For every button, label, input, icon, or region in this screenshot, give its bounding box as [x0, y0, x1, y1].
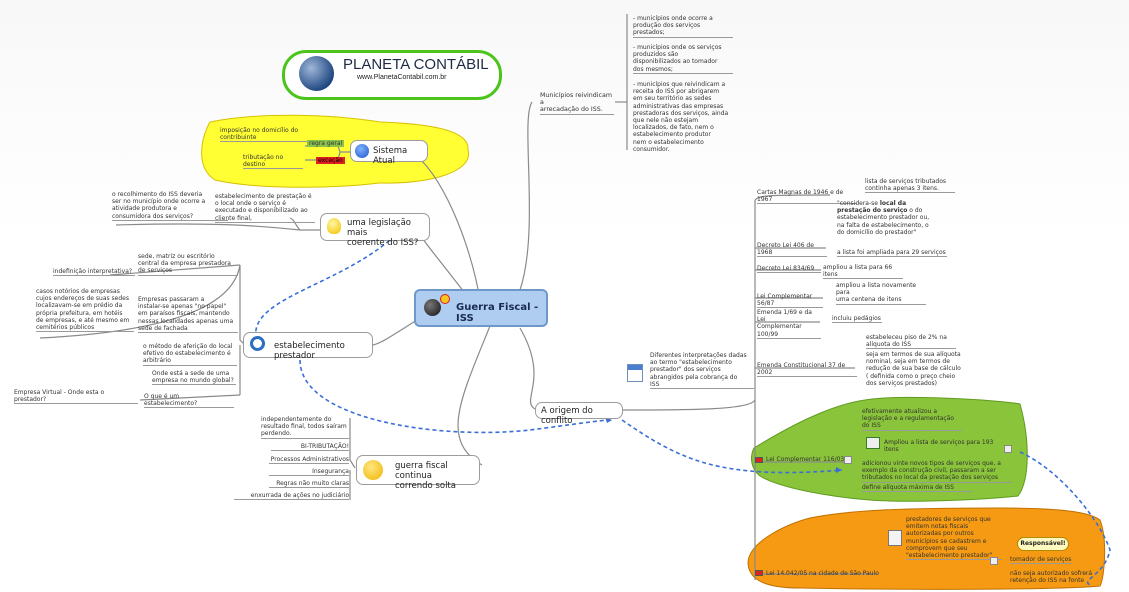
lightbulb-icon: [327, 218, 341, 234]
dl406-note-1: "considera-se local da prestação do serv…: [837, 200, 930, 236]
spark-icon: [440, 294, 450, 304]
ec37: Emenda Constitucional 37 de 2002: [757, 362, 857, 378]
municipios-item-2: - municípios onde os serviços produzidos…: [633, 44, 733, 74]
central-title: Guerra Fiscal - ISS: [456, 302, 539, 324]
lc116-note-1: efetivamente atualizou a legislação e a …: [862, 408, 962, 431]
magnifier-icon: [250, 336, 265, 351]
oque-note: O que é um estabelecimento?: [144, 393, 234, 409]
dl834: Decreto Lei 834/69: [757, 265, 821, 274]
guerra-item-1: BI-TRIBUTAÇÃO!: [271, 443, 349, 452]
virtual-note: Empresa Virtual - Onde esta o prestador?: [14, 389, 138, 405]
tomador-note: tomador de serviços: [1010, 556, 1072, 565]
ec37-note-2: seja em termos de sua alíquota nominal, …: [866, 351, 961, 387]
topic-guerra-fiscal[interactable]: guerra fiscal continua correndo solta: [356, 455, 480, 491]
info-icon: [355, 144, 369, 158]
note-icon-3: [990, 557, 998, 565]
guerra-item-5: enxurrada de ações no judiciário: [234, 492, 349, 501]
logo-url: www.PlanetaContabil.com.br: [357, 74, 447, 81]
green-zone: [751, 396, 1028, 502]
lei14042-label: Lei 14.042/05 na cidade de São Paulo: [766, 570, 879, 577]
legislacao-left-note: o recolhimento do ISS deveria ser no mun…: [112, 191, 228, 221]
tributacao-note: tributação no destino: [243, 154, 303, 170]
note-icon: [844, 456, 852, 464]
interpretacoes-note: Diferentes interpretações dadas ao termo…: [650, 352, 754, 390]
worried-face-icon: [363, 460, 383, 480]
dl406-note-2: a lista foi ampliada para 29 serviços: [837, 249, 947, 258]
clipboard-icon: [888, 530, 902, 546]
topic-sistema-atual[interactable]: Sistema Atual: [350, 140, 428, 166]
flag-icon: [755, 457, 763, 463]
lc56: Lei Complementar 56/87: [757, 293, 823, 309]
excecao-badge: exceção: [316, 157, 345, 165]
lei14042-note-2: não seja autorizado sofrerá retenção do …: [1010, 570, 1093, 585]
lc116-label: Lei Complementar 116/03: [766, 456, 845, 463]
responsavel-callout: Responsável!: [1017, 537, 1069, 551]
municipios-item-1: - municípios onde ocorre a produção dos …: [633, 15, 733, 38]
metodo-note: o método de aferição do local efetivo do…: [143, 343, 237, 366]
cartas-note: lista de serviços tributados continha ap…: [865, 178, 955, 194]
sede-note: sede, matriz ou escritório central da em…: [138, 253, 238, 276]
casos-note: casos notórios de empresas cujos endereç…: [36, 288, 134, 333]
regra-badge: regra geral: [307, 140, 345, 148]
paraisos-note: Empresas passaram a instalar-se apenas "…: [138, 296, 238, 334]
logo-title: PLANETA CONTÁBIL: [343, 56, 489, 73]
municipios-title: Municípios reivindicam a arrecadação do …: [540, 92, 614, 115]
ec37-note-1: estabeleceu piso de 2% na alíquota do IS…: [866, 334, 956, 350]
lc116-note-3: adicionou vinte novos tipos de serviços …: [862, 460, 1012, 483]
logo: PLANETA CONTÁBIL www.PlanetaContabil.com…: [282, 50, 502, 100]
lc116-note-2: Ampliou a lista de serviços para 193 ite…: [884, 439, 996, 454]
guerra-item-3: Insegurança: [269, 468, 349, 477]
bomb-icon: [424, 299, 441, 316]
topic-legislacao[interactable]: uma legislação mais coerente do ISS?: [320, 213, 430, 248]
guerra-item-2: Processos Administrativos: [269, 456, 349, 465]
dl406: Decreto Lei 406 de 1968: [757, 242, 827, 258]
independentemente-note: independentemente do resultado final, to…: [261, 416, 349, 439]
lc56-note: ampliou a lista novamente para uma cente…: [836, 282, 926, 305]
guerra-item-4: Regras não muito claras: [269, 480, 349, 489]
municipios-item-3: - municípios que reivindicam a receita d…: [633, 81, 729, 153]
globe-logo-icon: [299, 56, 334, 91]
note-icon-2: [1004, 445, 1012, 453]
emenda1-note: incluiu pedágios: [832, 315, 882, 324]
orange-zone: [747, 507, 1106, 590]
dl834-note: ampliou a lista para 66 itens: [823, 264, 903, 280]
indefinicao-note: indefinição interpretativa?: [53, 268, 135, 277]
lei14042-note-1: prestadores de serviços que emitem notas…: [906, 516, 1002, 561]
topic-origem[interactable]: A origem do conflito: [535, 402, 623, 426]
onde-note: Onde está a sede de uma empresa no mundo…: [152, 370, 236, 386]
topic-estabelecimento[interactable]: estabelecimento prestador: [243, 332, 373, 361]
emenda1: Emenda 1/69 e da Lei Complementar 100/99: [757, 309, 821, 339]
cartas-magnas: Cartas Magnas de 1946 e de 1967: [757, 189, 857, 205]
lc116-note-4: define alíquota máxima de ISS: [862, 484, 972, 493]
imposicao-note: imposição no domicílio do contribuinte: [220, 127, 312, 143]
legislacao-mid-note: estabelecimento de prestação é o local o…: [215, 193, 315, 223]
flag-icon-2: [755, 570, 763, 576]
list-icon: [866, 437, 880, 449]
central-topic[interactable]: Guerra Fiscal - ISS: [414, 289, 548, 327]
calendar-icon: [627, 364, 643, 382]
